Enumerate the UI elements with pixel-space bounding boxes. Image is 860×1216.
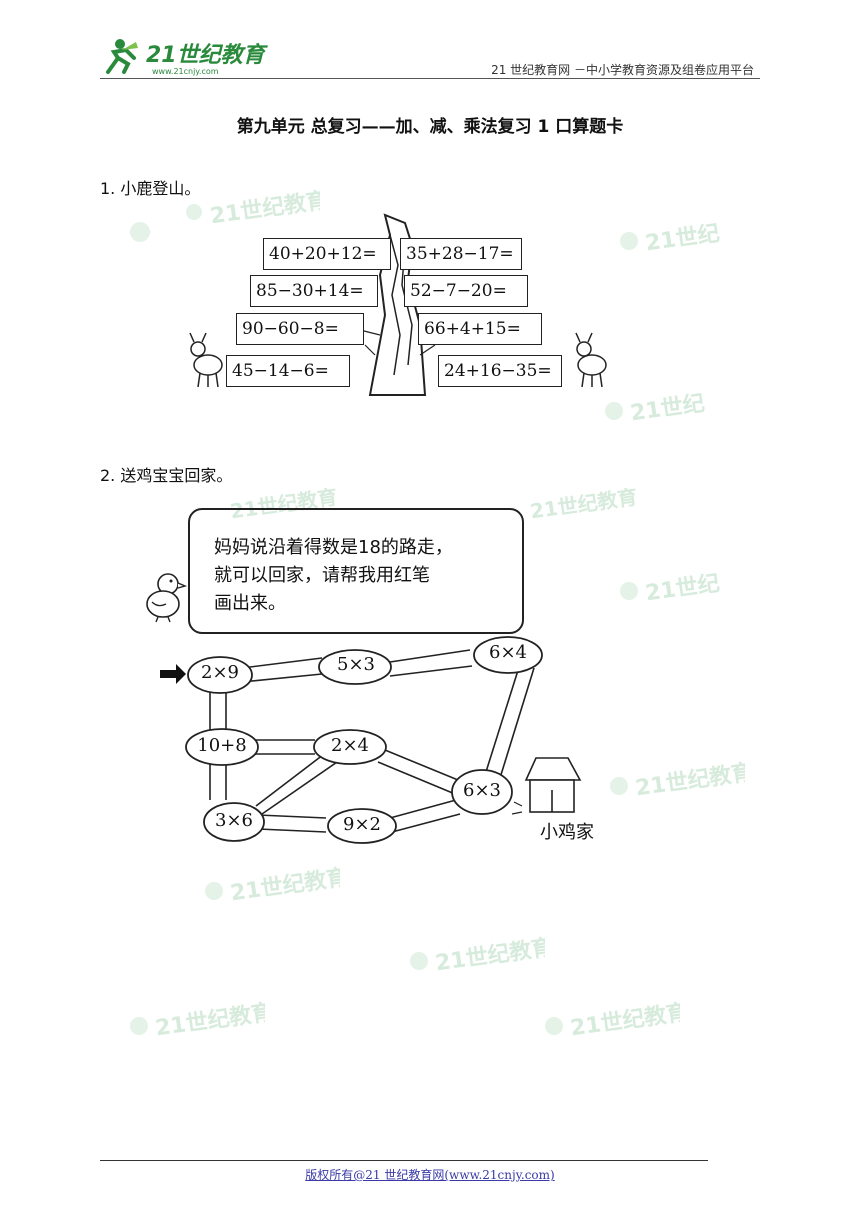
watermark-logo-icon: 21世纪教育 [205,865,340,906]
deer-left-icon [189,332,223,388]
question-2-label: 2. 送鸡宝宝回家。 [100,466,233,485]
node-6x4: 6×4 [489,642,527,663]
watermark-logo-icon: 21世纪教育 [130,1000,265,1041]
document-title: 第九单元 总复习——加、减、乘法复习 1 口算题卡 [236,117,624,137]
header-site-text: 21 世纪教育网 －中小学教育资源及组卷应用平台 [491,63,754,77]
node-ellipse-n4 [185,728,259,766]
node-ellipse-n1 [187,656,253,694]
path-maze [160,636,582,844]
node-ellipse-n6 [451,769,513,815]
equation-box-left-1: 40+20+12= [263,238,391,270]
equation-box-right-4: 24+16−35= [438,355,562,387]
svg-text:21世纪教育: 21世纪教育 [634,760,745,801]
footer-copyright-link[interactable]: 版权所有@21 世纪教育网(www.21cnjy.com) [305,1168,555,1182]
footer-divider [100,1160,708,1161]
equation-box-right-3: 66+4+15= [418,313,542,345]
svg-text:21世纪: 21世纪 [644,570,722,606]
svg-text:21世纪教育: 21世纪教育 [146,42,269,68]
node-ellipse-n5 [313,729,387,765]
equation-box-right-1: 35+28−17= [400,238,522,270]
node-ellipse-n2 [318,649,392,685]
equation-box-left-3: 90−60−8= [236,313,364,345]
equation-box-right-2: 52−7−20= [404,275,528,307]
node-ellipse-n8 [327,808,397,844]
chick-icon [146,573,188,623]
speech-line-2: 就可以回家，请帮我用红笔 [214,565,430,586]
chick-house-icon [511,757,582,815]
watermark-logo-icon: 21世纪教育 [186,190,320,229]
watermark-logo-icon: 21世纪教育 [545,1000,680,1041]
node-5x3: 5×3 [337,654,375,675]
watermark-logo-icon: 21世纪 [620,220,722,256]
node-6x3: 6×3 [463,780,501,801]
watermark-logo-icon: 21世纪教育 [610,760,745,801]
runner-logo-icon: 21世纪教育 www.21cnjy.com [106,39,269,76]
speech-bubble: 妈妈说沿着得数是18的路走， 就可以回家，请帮我用红笔 画出来。 [188,508,524,634]
node-9x2: 9×2 [343,814,381,835]
svg-text:21世纪: 21世纪 [629,390,707,426]
equation-box-left-4: 45−14−6= [226,355,350,387]
question-1-label: 1. 小鹿登山。 [100,179,201,198]
svg-text:21世纪教育: 21世纪教育 [434,935,545,976]
node-10plus8: 10+8 [197,735,247,756]
svg-text:21世纪教育: 21世纪教育 [529,485,639,523]
house-label: 小鸡家 [540,822,594,843]
watermark-logo-icon: 21世纪 [620,570,722,606]
equation-box-left-2: 85−30+14= [250,275,378,307]
deer-right-icon [575,332,607,388]
start-arrow-icon [160,664,186,684]
node-3x6: 3×6 [215,810,253,831]
watermark-logo-icon: 21世纪 [605,390,707,426]
watermark-logo-icon [130,222,150,242]
header-logo: 21世纪教育 www.21cnjy.com [100,34,270,76]
svg-text:www.21cnjy.com: www.21cnjy.com [152,67,219,76]
watermark-logo-icon: 21世纪教育 [529,485,639,523]
header-divider [100,78,760,79]
speech-line-3: 画出来。 [214,593,286,614]
svg-text:21世纪: 21世纪 [644,220,722,256]
node-ellipse-n3 [473,636,543,674]
watermark-logo-icon: 21世纪教育 [229,485,339,523]
node-2x9: 2×9 [201,662,239,683]
speech-line-1: 妈妈说沿着得数是18的路走， [214,537,453,558]
node-ellipse-n7 [203,802,265,842]
svg-text:21世纪教育: 21世纪教育 [154,1000,265,1041]
node-2x4: 2×4 [331,735,369,756]
svg-text:21世纪教育: 21世纪教育 [229,865,340,906]
svg-text:21世纪教育: 21世纪教育 [569,1000,680,1041]
watermark-logo-icon: 21世纪教育 [410,935,545,976]
